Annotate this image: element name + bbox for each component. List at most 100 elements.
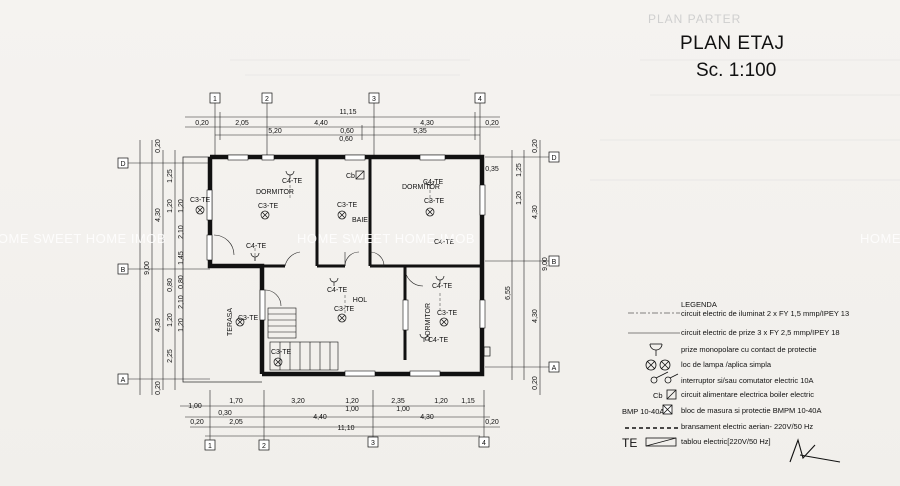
axis-label: 4 — [478, 96, 482, 103]
axis-markers-top — [209, 92, 486, 104]
watermark: HOME SWEET HOME IMOB — [297, 231, 475, 246]
dim-label: 0,80 — [167, 278, 174, 292]
dim-label: 4,30 — [155, 208, 162, 222]
dim-label: 5,35 — [413, 128, 427, 135]
room-label: DORMITOR — [425, 303, 432, 341]
dim-label: 0,30 — [218, 410, 232, 417]
boiler-icon — [355, 170, 365, 180]
dim-label: 1,70 — [229, 398, 243, 405]
dim-overall-top: 11,15 — [340, 109, 357, 116]
axis-label: 1 — [213, 96, 217, 103]
te-symbol: TE — [622, 436, 637, 450]
legend-item: bransament electric aerian- 220V/50 Hz — [681, 422, 813, 431]
dim-label: 4,30 — [155, 318, 162, 332]
lamp-icon — [195, 205, 205, 215]
boiler-icon — [666, 389, 677, 400]
lamp-icon — [235, 317, 245, 327]
electric-circuits — [254, 180, 441, 315]
dim-label: 0,20 — [195, 120, 209, 127]
axis-label: D — [120, 161, 125, 168]
dim-label: 9,00 — [144, 261, 151, 275]
circuit-tag: C3-TE — [271, 349, 292, 356]
bmp-icon — [662, 404, 673, 415]
dim-label: 4,30 — [532, 205, 539, 219]
dim-label: 1,00 — [345, 406, 359, 413]
dim-lines-right — [485, 140, 549, 395]
watermark-right: HOME SWEET HOME IMOB — [860, 231, 900, 246]
dim-label: 2,35 — [391, 398, 405, 405]
dim-label: 0,20 — [532, 376, 539, 390]
axis-label: A — [552, 365, 557, 372]
dim-label: 3,20 — [291, 398, 305, 405]
circuit-tag: C3-TE — [334, 306, 355, 313]
dim-label: 0,60 — [339, 136, 353, 143]
legend-item: prize monopolare cu contact de protectie — [681, 345, 817, 354]
door-swings — [213, 234, 424, 307]
axis-label: B — [121, 267, 126, 274]
dim-label: 2,05 — [235, 120, 249, 127]
circuit-tag: C4-TE — [428, 337, 449, 344]
bmp-symbol: BMP 10-40A — [622, 407, 664, 416]
dim-label: 1,20 — [434, 398, 448, 405]
socket-icon — [329, 277, 339, 286]
dim-label: 1,20 — [516, 191, 523, 205]
socket-icon — [435, 275, 445, 284]
dim-label: 1,45 — [178, 251, 185, 265]
axis-label: 3 — [372, 96, 376, 103]
dim-label: 2,10 — [178, 225, 185, 239]
panel-icon — [645, 437, 677, 447]
legend-item: interruptor si/sau comutator electric 10… — [681, 376, 814, 385]
lamp-icon — [273, 357, 283, 367]
axis-label: D — [551, 155, 556, 162]
axis-markers-left — [117, 151, 560, 385]
circuit-tag: C3-TE — [424, 198, 445, 205]
legend-item: loc de lampa /aplica simpla — [681, 360, 772, 369]
dim-label: 0,60 — [340, 128, 354, 135]
dim-label: 1,20 — [178, 318, 185, 332]
room-label: HOL — [353, 297, 368, 304]
dim-label: 1,20 — [167, 313, 174, 327]
dim-label: 0,20 — [532, 139, 539, 153]
socket-icon — [419, 333, 429, 342]
stairs — [267, 307, 339, 371]
legend-item: circuit alimentare electrica boiler elec… — [681, 390, 814, 399]
legend-item: tablou electric[220V/50 Hz] — [681, 437, 771, 446]
axis-markers-bottom — [204, 436, 490, 451]
circuit-tag: C3-TE — [337, 202, 358, 209]
circuit-tag: Cb — [346, 173, 355, 180]
room-label: DORMITOR — [256, 189, 294, 196]
dim-label: 0,20 — [485, 120, 499, 127]
room-label: DORMITOR — [402, 184, 440, 191]
boiler-symbol: Cb — [653, 391, 663, 400]
lamp-icon — [645, 359, 671, 371]
axis-label: B — [552, 259, 557, 266]
axis-label: A — [121, 377, 126, 384]
legend-title: LEGENDA — [681, 300, 717, 309]
terrace-outline — [182, 156, 262, 383]
dim-label: 1,15 — [461, 398, 475, 405]
dim-lines-top — [185, 103, 500, 155]
panel-icon — [483, 346, 491, 357]
circuit-tag: C4-TE — [246, 243, 267, 250]
dim-label: 2,05 — [229, 419, 243, 426]
socket-icons — [250, 170, 445, 342]
room-label: TERASA — [227, 308, 234, 336]
dim-label: 0,20 — [155, 139, 162, 153]
dim-label: 0,20 — [190, 419, 204, 426]
axis-label: 3 — [371, 440, 375, 447]
dim-label: 1,25 — [516, 163, 523, 177]
socket-icon — [425, 180, 435, 189]
dim-label: 4,40 — [314, 120, 328, 127]
dim-label: 0,35 — [485, 166, 499, 173]
dim-label: 1,20 — [167, 199, 174, 213]
dim-label: 1,25 — [167, 169, 174, 183]
circuit-tag: C3-TE — [238, 315, 259, 322]
watermark-left: HOME SWEET HOME IMOB — [0, 231, 166, 246]
circuit-tag: C3-TE — [437, 310, 458, 317]
ghost-lines — [230, 59, 900, 181]
windows — [206, 154, 486, 377]
dim-label: 6,55 — [505, 286, 512, 300]
dim-label: 0,80 — [178, 275, 185, 289]
dim-label: 1,00 — [188, 403, 202, 410]
